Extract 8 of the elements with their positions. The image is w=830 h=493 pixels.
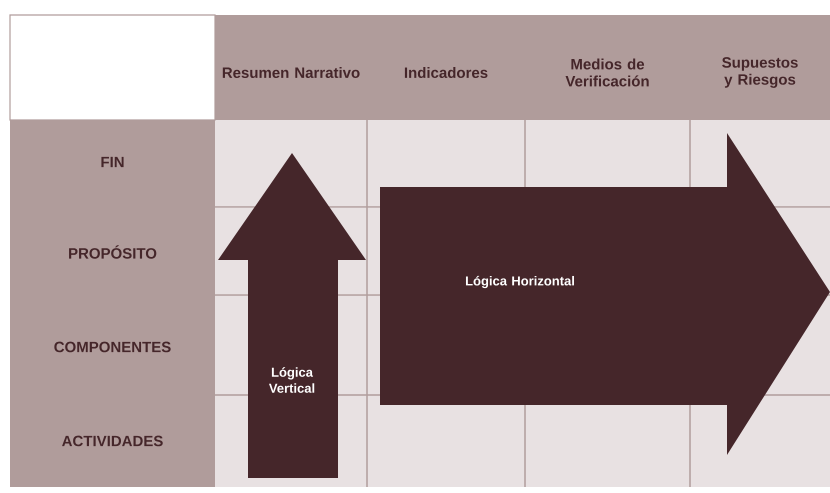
column-header: Resumen Narrativo [222,67,360,78]
column-header: Supuestos y Riesgos [722,57,798,88]
row-header: ACTIVIDADES [62,436,163,446]
column-header: Medios de Verificación [566,58,649,86]
row-header: FIN [101,156,124,168]
row-header: PROPÓSITO [69,245,156,259]
column-header: Indicadores [404,67,488,78]
row-header: COMPONENTES [54,342,171,352]
